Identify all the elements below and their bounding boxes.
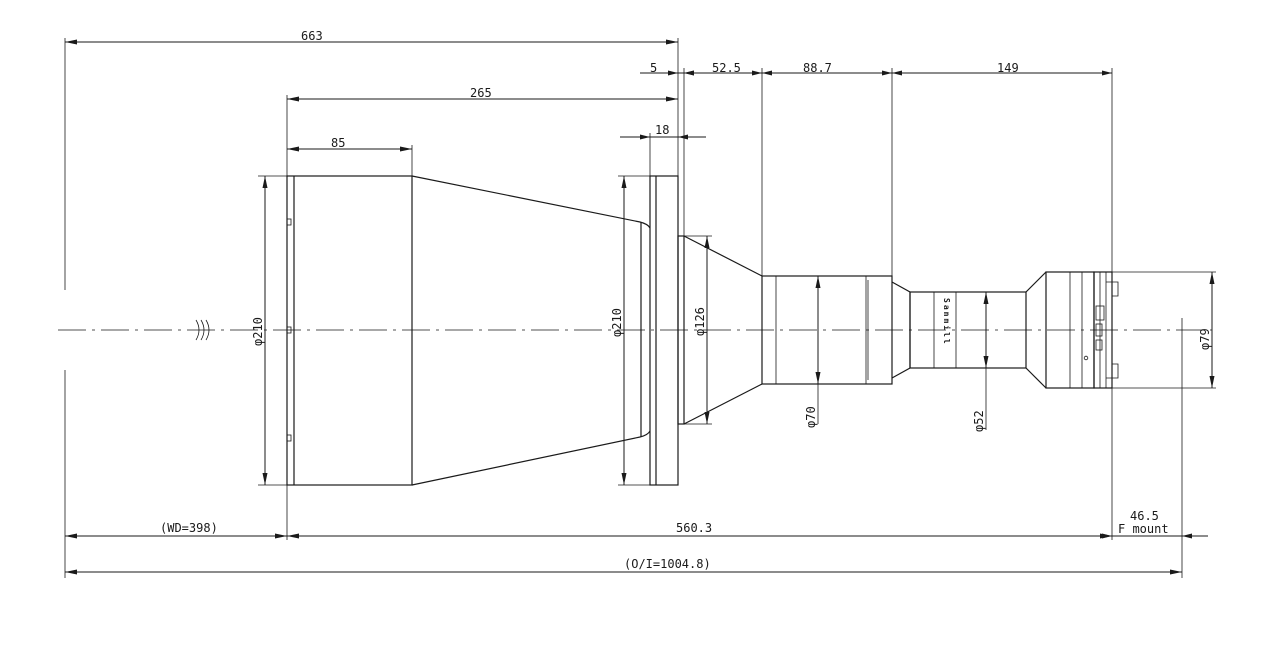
dim-18-label: 18	[655, 123, 669, 137]
dia-flange-label: 210	[610, 308, 624, 330]
dimension-265: 265	[287, 86, 678, 102]
axis-break-mark	[195, 319, 210, 341]
svg-text:φ210: φ210	[251, 317, 265, 346]
dimension-wd: (WD=398)	[65, 521, 287, 539]
dia-cone-label: 126	[693, 307, 707, 329]
svg-text:φ52: φ52	[972, 410, 986, 432]
dimension-149: 149	[892, 61, 1112, 76]
dia-tube-label: 70	[804, 406, 818, 420]
front-cone-upper	[411, 175, 651, 229]
phi-symbol: φ	[251, 339, 265, 346]
f-mount-bayonet	[1093, 271, 1113, 389]
diameter-rear-79: φ79	[1198, 272, 1215, 388]
dim-oi-label: (O/I=1004.8)	[624, 557, 711, 571]
rear-cone-upper	[683, 235, 763, 277]
front-cone-lower	[411, 430, 651, 486]
diameter-flange-210: φ210	[610, 176, 627, 485]
lens-body	[286, 175, 1119, 486]
diameter-front-210: φ210	[251, 176, 268, 485]
dimension-560-3: 560.3	[287, 521, 1112, 539]
rear-cone-lower	[683, 383, 763, 425]
dim-149-label: 149	[997, 61, 1019, 75]
svg-text:φ70: φ70	[804, 406, 818, 428]
dimension-663: 663	[65, 29, 678, 45]
dimension-oi: (O/I=1004.8)	[65, 557, 1182, 575]
svg-text:φ210: φ210	[610, 308, 624, 337]
svg-text:φ79: φ79	[1198, 328, 1212, 350]
dimension-52-5: 52.5	[684, 61, 762, 76]
neck-tube	[909, 291, 1027, 369]
front-barrel	[286, 175, 413, 486]
dia-rear-label: 79	[1198, 328, 1212, 342]
dim-5-label: 5	[650, 61, 657, 75]
mount-type-label: F mount	[1118, 522, 1169, 536]
svg-text:φ126: φ126	[693, 307, 707, 336]
dia-neck-label: 52	[972, 410, 986, 424]
extension-lines	[64, 38, 1216, 578]
dim-46-5-label: 46.5	[1130, 509, 1159, 523]
dia-front-label: 210	[251, 317, 265, 339]
rear-flare-upper	[1025, 271, 1047, 293]
diameter-neck-52: φ52	[972, 292, 989, 432]
mount-flange	[649, 175, 679, 486]
dim-85-label: 85	[331, 136, 345, 150]
dim-663-label: 663	[301, 29, 323, 43]
mid-tube	[761, 275, 893, 385]
dimension-flange-back: 46.5 F mount	[1102, 509, 1208, 539]
diameter-tube-70: φ70	[804, 276, 821, 428]
dimension-18: 18	[620, 123, 706, 140]
dimension-88-7: 88.7	[762, 61, 892, 76]
dim-wd-label: (WD=398)	[160, 521, 218, 535]
dim-88-7-label: 88.7	[803, 61, 832, 75]
dim-52-5-label: 52.5	[712, 61, 741, 75]
dimension-85: 85	[287, 136, 412, 152]
rear-flare-lower	[1025, 367, 1047, 389]
diameter-cone-126: φ126	[693, 236, 710, 424]
dim-265-label: 265	[470, 86, 492, 100]
dim-560-3-label: 560.3	[676, 521, 712, 535]
barrel-marking: Sanmill	[942, 298, 952, 346]
